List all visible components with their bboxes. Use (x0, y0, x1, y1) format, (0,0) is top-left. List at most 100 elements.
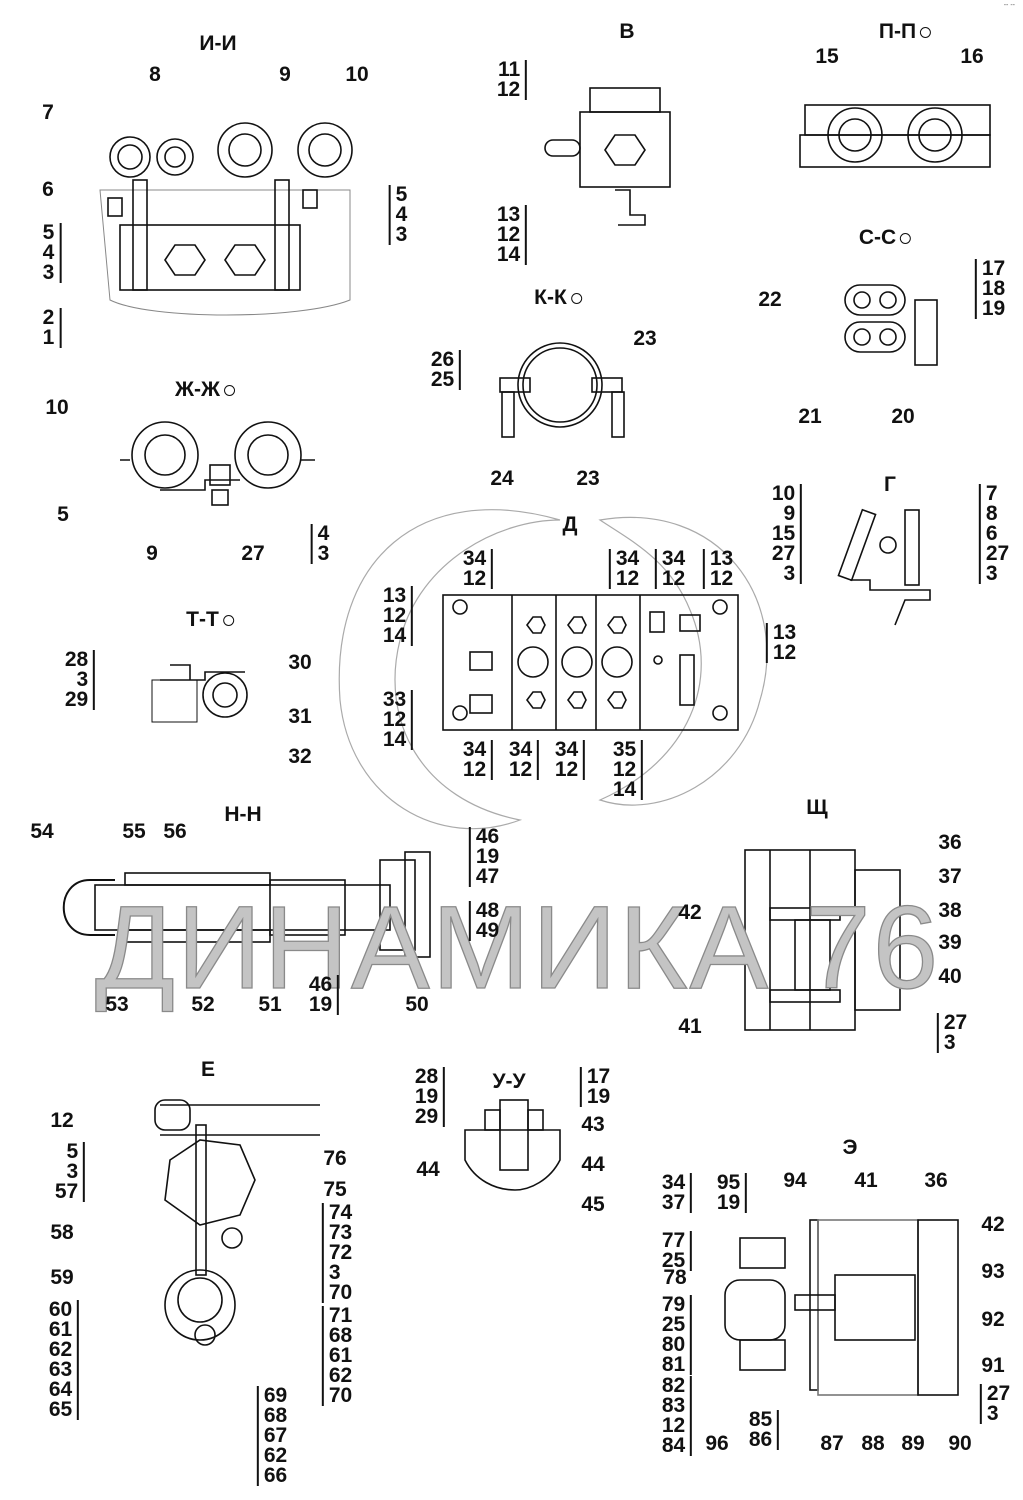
section-circle-icon (570, 292, 582, 304)
callout-number: 40 (938, 966, 961, 987)
callout-number: 39 (938, 931, 962, 954)
part-number: 5 (42, 221, 55, 244)
part-number: 69 (263, 1384, 288, 1407)
view-title-text: Э (842, 1136, 858, 1159)
part-number: 17 (981, 257, 1006, 280)
part-number: 60 (48, 1298, 73, 1321)
part-number: 20 (891, 405, 915, 428)
part-number: 41 (678, 1015, 702, 1038)
part-number: 37 (661, 1191, 686, 1214)
part-number: 84 (661, 1434, 686, 1457)
view-title-zhzh: Ж-Ж (175, 378, 235, 402)
callout-number: 15 (815, 46, 838, 67)
callout-number: 36 (924, 1169, 948, 1192)
callout-number: 20 (891, 405, 915, 428)
part-number: 72 (328, 1241, 353, 1264)
callout-number: 36 (938, 832, 961, 853)
callout-number: 38 (938, 900, 961, 921)
part-number: 3 (76, 668, 89, 691)
part-number: 82 (661, 1374, 686, 1397)
part-number: 9 (783, 502, 796, 525)
part-number: 27 (943, 1011, 968, 1034)
part-number: 91 (981, 1354, 1005, 1377)
part-number: 9 (279, 63, 291, 86)
part-number: 44 (416, 1158, 440, 1181)
view-title-pp: П-П (879, 20, 932, 44)
part-number: 67 (263, 1424, 288, 1447)
part-number: 36 (924, 1169, 948, 1192)
view-tt-drawing (151, 664, 248, 723)
section-circle-icon (920, 26, 932, 38)
callout-number: 23 (576, 468, 599, 489)
view-title-e: Е (201, 1058, 215, 1082)
callout-number: 27 (241, 542, 265, 565)
part-number: 55 (122, 820, 146, 843)
view-title-e2: Э (843, 1136, 858, 1160)
callout-number: 87 (820, 1433, 843, 1454)
part-number: 17 (586, 1065, 611, 1088)
part-number: 14 (382, 624, 407, 647)
part-number: 21 (798, 405, 822, 428)
part-number: 12 (709, 567, 734, 590)
part-number: 13 (709, 547, 734, 570)
part-number: 62 (328, 1364, 353, 1387)
part-number: 70 (328, 1384, 353, 1407)
callout-number: 7 (42, 102, 54, 123)
part-number: 27 (241, 542, 265, 565)
callout-number: 16 (960, 45, 984, 68)
view-title-text: Н-Н (224, 803, 262, 826)
callout-number: 44 (416, 1158, 440, 1181)
part-number: 3 (986, 1402, 999, 1425)
part-number: 16 (960, 45, 984, 68)
part-number: 94 (783, 1169, 807, 1192)
part-number: 12 (554, 758, 579, 781)
part-number: 27 (986, 1382, 1011, 1405)
callout-number: 5 (57, 504, 69, 525)
part-number: 4 (395, 203, 408, 226)
view-title-text: Г (884, 473, 896, 496)
view-ss-drawing (844, 284, 938, 366)
part-number: 66 (263, 1464, 288, 1487)
view-title-text: С-С (858, 226, 897, 249)
part-number: 56 (163, 820, 187, 843)
part-number: 19 (475, 845, 500, 868)
part-number: 19 (716, 1191, 741, 1214)
view-uu-drawing (464, 1099, 561, 1191)
part-number: 88 (861, 1432, 885, 1455)
callout-number: 12 (50, 1110, 73, 1131)
view-title-uu: У-У (492, 1070, 525, 1094)
part-number: 8 (149, 63, 161, 86)
part-number: 34 (661, 547, 686, 570)
part-number: 11 (497, 58, 521, 81)
part-number: 62 (48, 1338, 73, 1361)
part-number: 14 (496, 243, 521, 266)
part-number: 3 (943, 1031, 956, 1054)
part-number: 90 (948, 1432, 972, 1455)
part-number: 39 (938, 931, 962, 954)
part-number: 31 (288, 705, 312, 728)
section-circle-icon (223, 384, 235, 396)
part-number: 3 (328, 1261, 341, 1284)
part-number: 18 (981, 277, 1006, 300)
part-number: 49 (475, 919, 500, 942)
part-number: 52 (191, 993, 215, 1016)
callout-number: 93 (981, 1261, 1004, 1282)
part-number: 29 (64, 688, 89, 711)
part-number: 13 (772, 621, 797, 644)
part-number: 19 (586, 1085, 611, 1108)
part-number: 6 (42, 178, 54, 201)
part-number: 43 (581, 1113, 605, 1136)
